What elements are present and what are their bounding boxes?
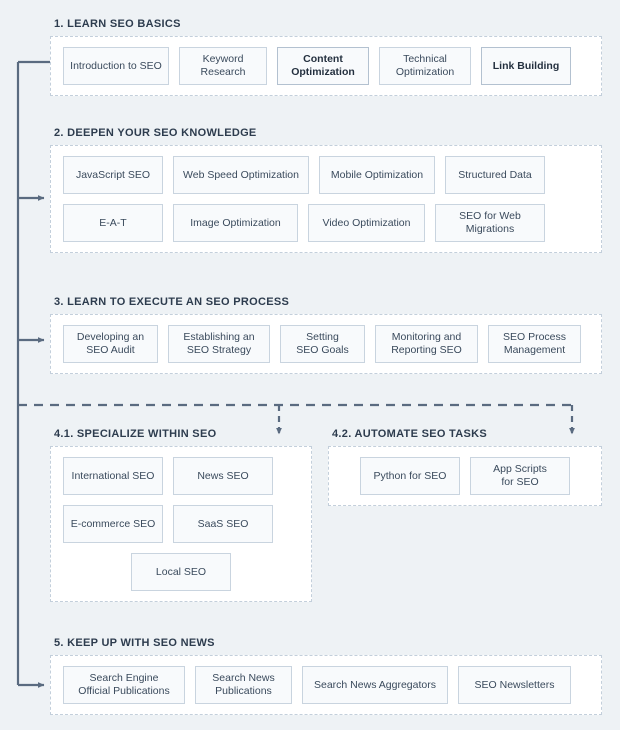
node-introduction-to-seo[interactable]: Introduction to SEO [63, 47, 169, 85]
node-structured-data[interactable]: Structured Data [445, 156, 545, 194]
section-title: 3. LEARN TO EXECUTE AN SEO PROCESS [54, 296, 290, 308]
section-body: International SEO News SEO E-commerce SE… [50, 446, 312, 602]
node-image-optimization[interactable]: Image Optimization [173, 204, 298, 242]
node-search-news-aggregators[interactable]: Search News Aggregators [302, 666, 448, 704]
section-keep-up-with-seo-news: 5. KEEP UP WITH SEO NEWS Search Engine O… [50, 637, 602, 715]
node-seo-process-management[interactable]: SEO Process Management [488, 325, 581, 363]
node-link-building[interactable]: Link Building [481, 47, 571, 85]
section-body: JavaScript SEO Web Speed Optimization Mo… [50, 145, 602, 253]
node-row: International SEO News SEO [63, 457, 299, 495]
node-developing-an-seo-audit[interactable]: Developing an SEO Audit [63, 325, 158, 363]
node-row: Search Engine Official Publications Sear… [63, 666, 589, 704]
node-javascript-seo[interactable]: JavaScript SEO [63, 156, 163, 194]
section-body: Search Engine Official Publications Sear… [50, 655, 602, 715]
node-web-speed-optimization[interactable]: Web Speed Optimization [173, 156, 309, 194]
node-content-optimization[interactable]: Content Optimization [277, 47, 369, 85]
node-video-optimization[interactable]: Video Optimization [308, 204, 425, 242]
section-title: 4.1. SPECIALIZE WITHIN SEO [54, 428, 217, 440]
node-seo-newsletters[interactable]: SEO Newsletters [458, 666, 571, 704]
node-search-engine-official-publications[interactable]: Search Engine Official Publications [63, 666, 185, 704]
node-e-commerce-seo[interactable]: E-commerce SEO [63, 505, 163, 543]
section-title: 5. KEEP UP WITH SEO NEWS [54, 637, 215, 649]
node-row: Introduction to SEO Keyword Research Con… [63, 47, 589, 85]
section-title: 2. DEEPEN YOUR SEO KNOWLEDGE [54, 127, 257, 139]
node-row: E-A-T Image Optimization Video Optimizat… [63, 204, 589, 242]
node-row: Developing an SEO Audit Establishing an … [63, 325, 589, 363]
node-seo-for-web-migrations[interactable]: SEO for Web Migrations [435, 204, 545, 242]
node-row: JavaScript SEO Web Speed Optimization Mo… [63, 156, 589, 194]
section-title: 4.2. AUTOMATE SEO TASKS [332, 428, 488, 440]
node-row: Local SEO [63, 553, 299, 591]
node-search-news-publications[interactable]: Search News Publications [195, 666, 292, 704]
node-saas-seo[interactable]: SaaS SEO [173, 505, 273, 543]
section-title: 1. LEARN SEO BASICS [54, 18, 181, 30]
node-international-seo[interactable]: International SEO [63, 457, 163, 495]
node-e-a-t[interactable]: E-A-T [63, 204, 163, 242]
section-body: Python for SEO App Scripts for SEO [328, 446, 602, 506]
node-establishing-an-seo-strategy[interactable]: Establishing an SEO Strategy [168, 325, 270, 363]
node-app-scripts-for-seo[interactable]: App Scripts for SEO [470, 457, 570, 495]
section-specialize-within-seo: 4.1. SPECIALIZE WITHIN SEO International… [50, 428, 312, 602]
section-body: Developing an SEO Audit Establishing an … [50, 314, 602, 374]
node-technical-optimization[interactable]: Technical Optimization [379, 47, 471, 85]
node-row: Python for SEO App Scripts for SEO [341, 457, 589, 495]
node-monitoring-and-reporting-seo[interactable]: Monitoring and Reporting SEO [375, 325, 478, 363]
node-setting-seo-goals[interactable]: Setting SEO Goals [280, 325, 365, 363]
node-python-for-seo[interactable]: Python for SEO [360, 457, 460, 495]
node-row: E-commerce SEO SaaS SEO [63, 505, 299, 543]
node-keyword-research[interactable]: Keyword Research [179, 47, 267, 85]
node-news-seo[interactable]: News SEO [173, 457, 273, 495]
section-execute-seo-process: 3. LEARN TO EXECUTE AN SEO PROCESS Devel… [50, 296, 602, 374]
section-deepen-seo-knowledge: 2. DEEPEN YOUR SEO KNOWLEDGE JavaScript … [50, 127, 602, 253]
section-body: Introduction to SEO Keyword Research Con… [50, 36, 602, 96]
section-learn-seo-basics: 1. LEARN SEO BASICS Introduction to SEO … [50, 18, 602, 96]
node-local-seo[interactable]: Local SEO [131, 553, 231, 591]
section-automate-seo-tasks: 4.2. AUTOMATE SEO TASKS Python for SEO A… [328, 428, 602, 506]
node-mobile-optimization[interactable]: Mobile Optimization [319, 156, 435, 194]
